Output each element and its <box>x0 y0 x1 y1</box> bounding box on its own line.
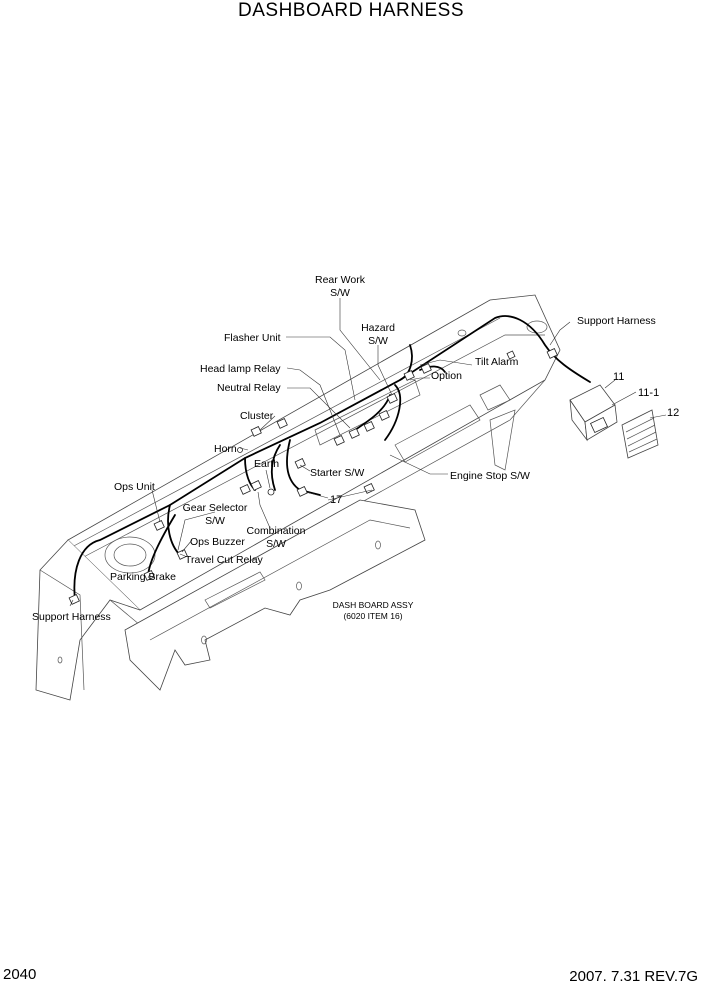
label-tilt-alarm: Tilt Alarm <box>475 356 519 368</box>
label-rear-work: Rear Work <box>315 274 366 286</box>
label-hazard-sw: S/W <box>368 335 388 347</box>
label-neutral-relay: Neutral Relay <box>217 382 281 394</box>
label-hazard: Hazard <box>361 322 395 334</box>
label-horn: Horn <box>214 443 237 455</box>
label-travel-cut-relay: Travel Cut Relay <box>185 554 264 566</box>
callout-11-1: 11-1 <box>638 387 659 399</box>
label-gear-selector: Gear Selector <box>183 502 248 514</box>
label-support-harness-right: Support Harness <box>577 315 656 327</box>
relay-assembly <box>569 384 659 459</box>
callout-11: 11 <box>613 371 624 383</box>
revision-date: 2007. 7.31 REV.7G <box>569 968 698 985</box>
label-starter-sw: Starter S/W <box>310 467 364 479</box>
callout-17: 17 <box>330 494 342 506</box>
dashboard-body <box>35 294 561 701</box>
callout-12: 12 <box>667 407 679 419</box>
label-dash-board-assy: DASH BOARD ASSY <box>333 600 414 610</box>
label-engine-stop-sw: Engine Stop S/W <box>450 470 530 482</box>
label-dash-board-assy-item: (6020 ITEM 16) <box>343 611 402 621</box>
page-number: 2040 <box>3 966 37 983</box>
label-combination-sw: S/W <box>266 538 286 550</box>
callouts: 11 11-1 12 17 <box>330 371 679 506</box>
label-gear-selector-sw: S/W <box>205 515 225 527</box>
label-rear-work-sw: S/W <box>330 287 350 299</box>
label-ops-buzzer: Ops Buzzer <box>190 536 245 548</box>
connectors <box>68 348 558 605</box>
label-cluster: Cluster <box>240 410 274 422</box>
label-combination: Combination <box>247 525 306 537</box>
label-option: Option <box>431 370 462 382</box>
label-parking-brake: Parking Brake <box>110 571 176 583</box>
label-ops-unit: Ops Unit <box>114 481 155 493</box>
leader-lines <box>69 298 667 607</box>
label-support-harness-left: Support Harness <box>32 611 111 623</box>
labels: Rear Work S/W Support Harness Flasher Un… <box>32 274 656 623</box>
label-flasher-unit: Flasher Unit <box>224 332 281 344</box>
page-title: DASHBOARD HARNESS <box>238 0 464 21</box>
label-head-lamp-relay: Head lamp Relay <box>200 363 281 375</box>
label-earth: Earth <box>254 458 279 470</box>
